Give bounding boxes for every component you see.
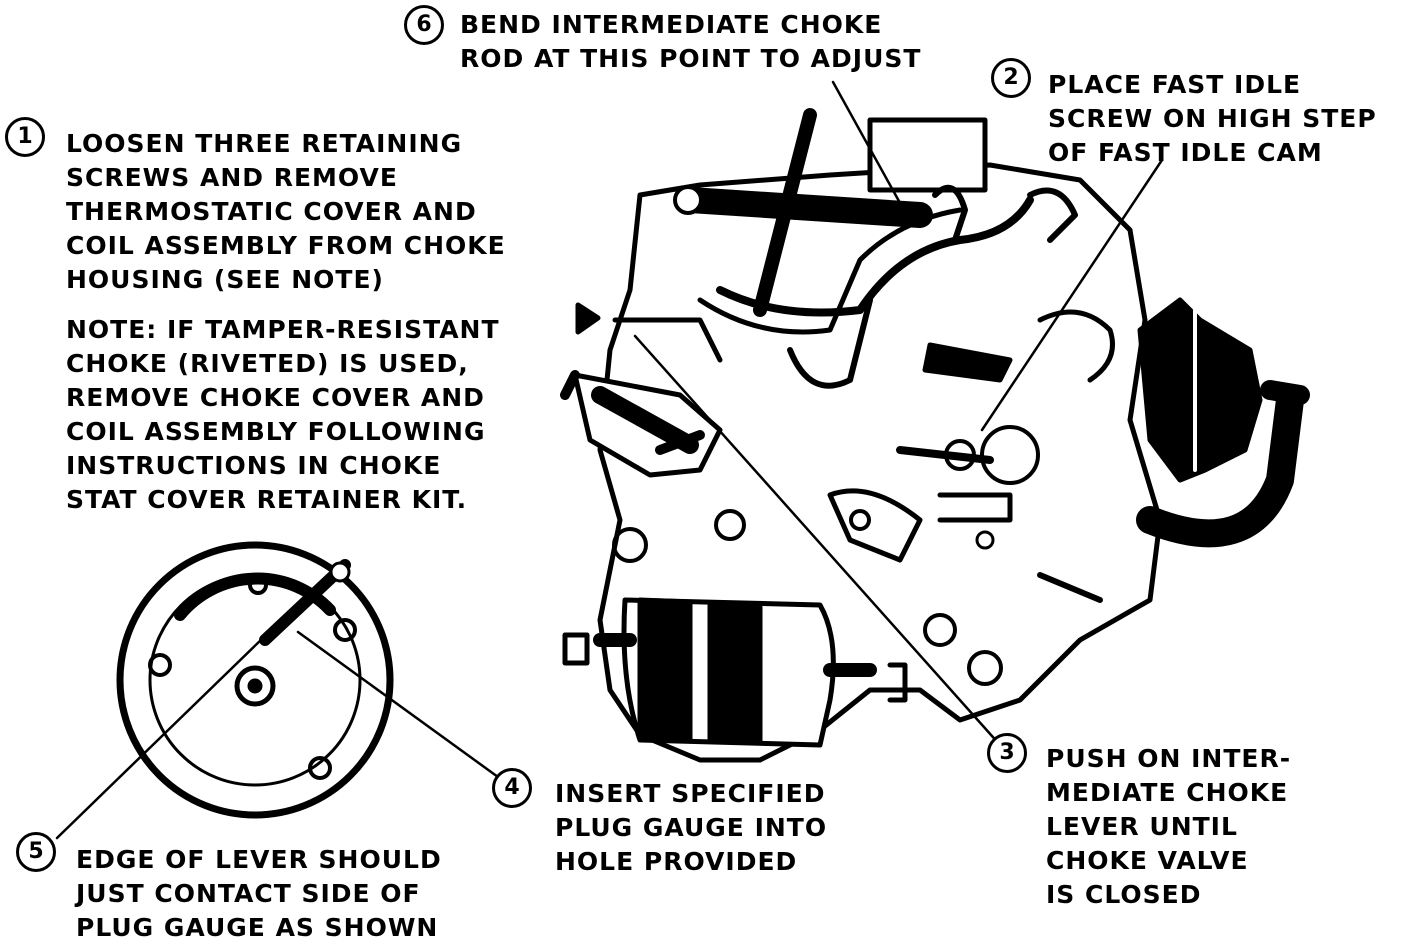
step-4-badge: 4 xyxy=(492,768,532,808)
step-2-badge: 2 xyxy=(991,58,1031,98)
step-5-label: EDGE OF LEVER SHOULD JUST CONTACT SIDE O… xyxy=(76,845,442,942)
step-3-label: PUSH ON INTER- MEDIATE CHOKE LEVER UNTIL… xyxy=(1046,744,1292,909)
step-6-label: BEND INTERMEDIATE CHOKE ROD AT THIS POIN… xyxy=(460,10,922,73)
choke-thermostat-part xyxy=(560,302,723,478)
step-6-badge: 6 xyxy=(404,5,444,45)
choke-housing-dial xyxy=(116,541,394,819)
step-4-label: INSERT SPECIFIED PLUG GAUGE INTO HOLE PR… xyxy=(555,779,828,876)
vacuum-diaphragm xyxy=(1136,297,1310,548)
step-1-badge: 1 xyxy=(5,117,45,157)
idle-solenoid xyxy=(562,597,877,748)
step-3-badge: 3 xyxy=(987,733,1027,773)
step-2-label: PLACE FAST IDLE SCREW ON HIGH STEP OF FA… xyxy=(1048,70,1377,167)
step-1-label: LOOSEN THREE RETAINING SCREWS AND REMOVE… xyxy=(66,129,506,294)
leader-lines xyxy=(55,80,1164,840)
tamper-resistant-note: NOTE: IF TAMPER-RESISTANT CHOKE (RIVETED… xyxy=(66,315,500,514)
step-5-badge: 5 xyxy=(16,832,56,872)
